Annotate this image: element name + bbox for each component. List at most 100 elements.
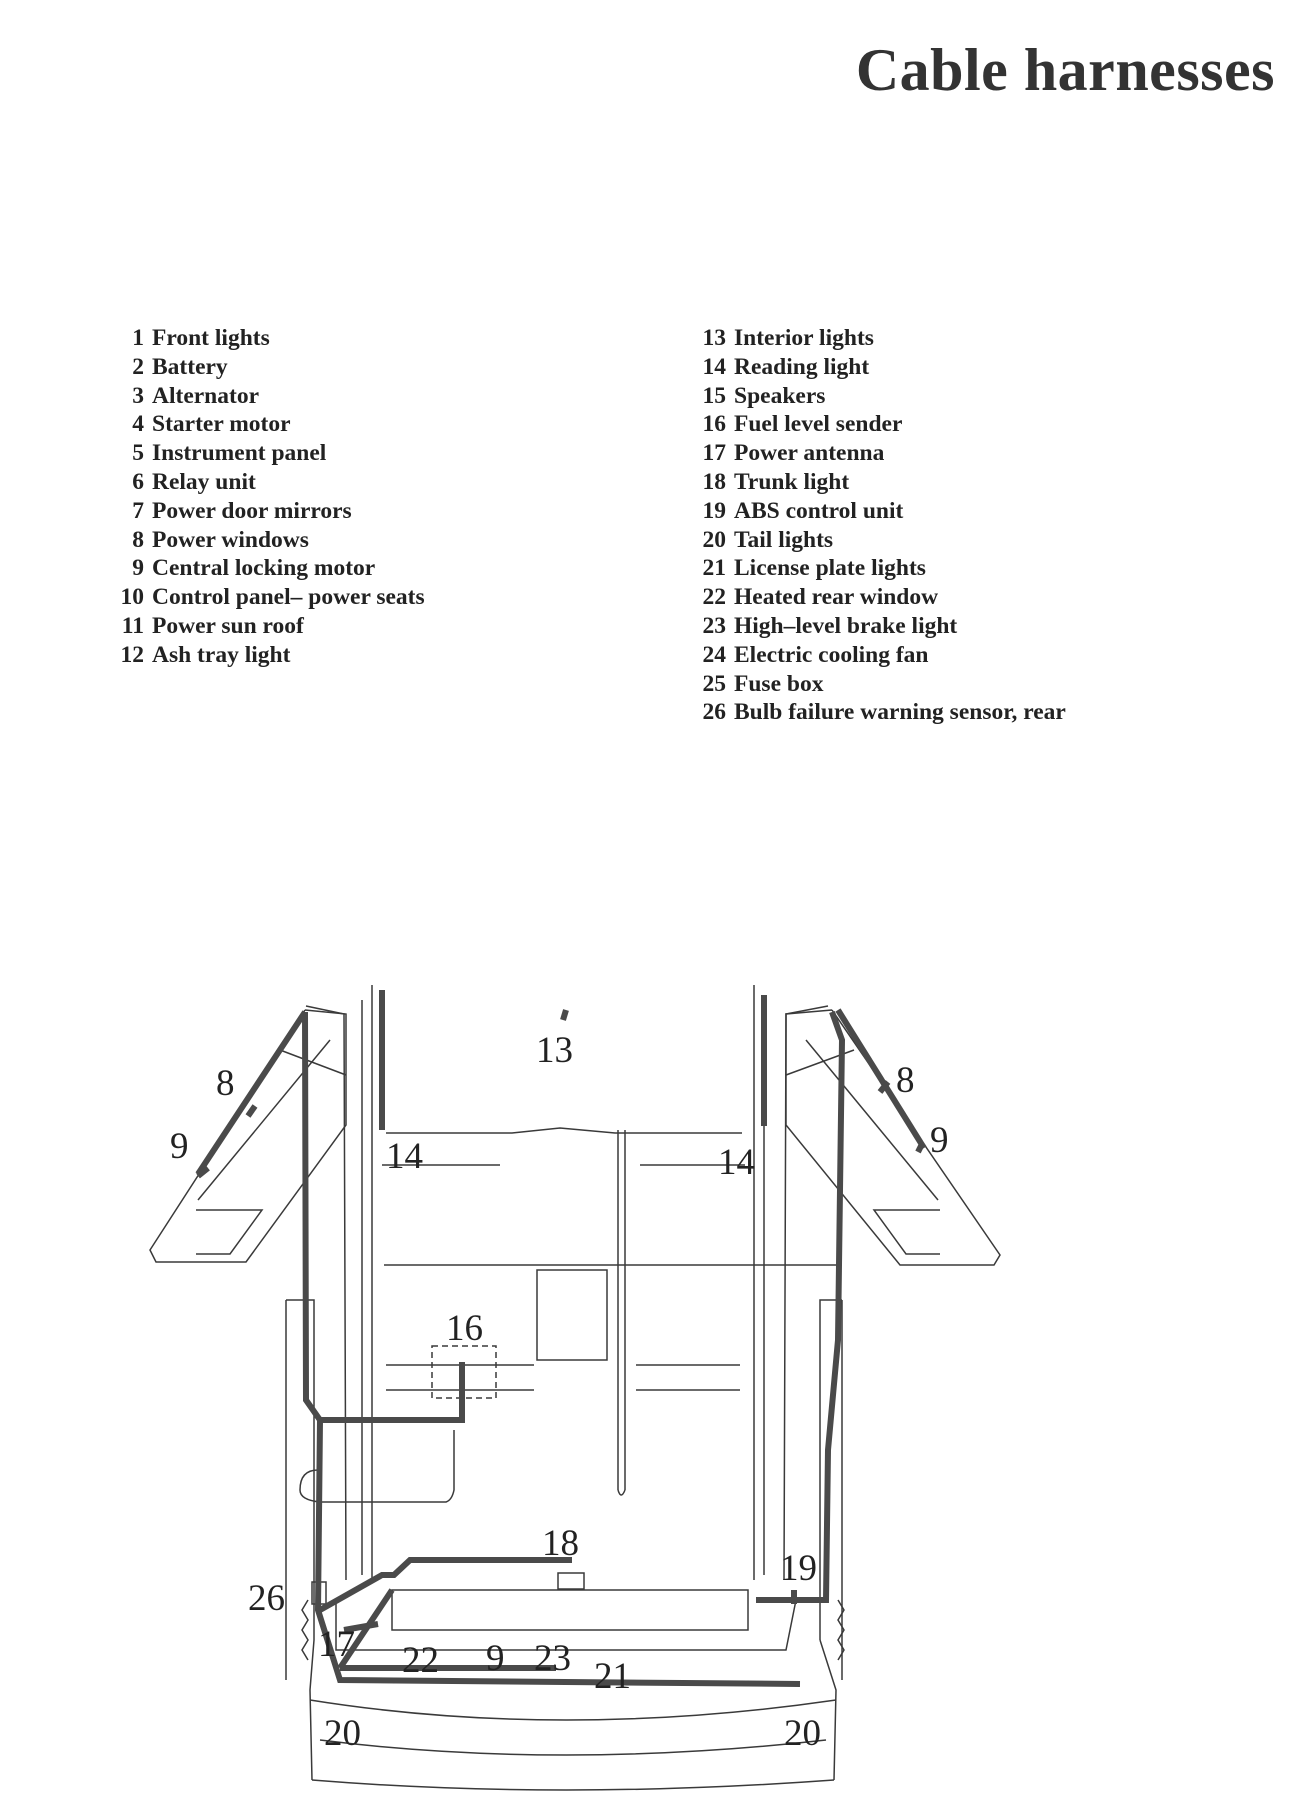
legend-label: Instrument panel	[152, 440, 327, 467]
harness-diagram: 13 8 9 14 14 8 9 16 18 19 26 17 22 9 23 …	[149, 985, 1001, 1791]
legend-item: 21 License plate lights	[694, 554, 1066, 583]
harness-antenna-stub	[343, 1621, 379, 1633]
callout-18: 18	[542, 1523, 579, 1564]
legend-number: 23	[702, 612, 727, 639]
legend-number: 22	[702, 584, 727, 611]
harness-left-door-window	[195, 1010, 308, 1176]
legend-label: Interior lights	[734, 325, 874, 351]
legend-number: 18	[702, 468, 727, 495]
callout-16: 16	[446, 1308, 483, 1349]
callout-23: 23	[534, 1638, 571, 1679]
legend-number: 6	[132, 468, 144, 495]
legend-label: Fuel level sender	[734, 411, 903, 438]
callout-22: 22	[402, 1640, 439, 1681]
harness-left-door-mirror	[245, 1104, 258, 1118]
legend-item: 4 Starter motor	[112, 410, 425, 439]
legend-item: 24 Electric cooling fan	[694, 641, 1066, 670]
harness-right-body	[756, 1010, 846, 1603]
callout-13: 13	[536, 1030, 573, 1071]
legend-item: 19 ABS control unit	[694, 497, 1066, 526]
legend-label: ABS control unit	[734, 497, 904, 524]
harness-right-door-mirror	[877, 1080, 891, 1094]
legend-number: 26	[702, 699, 727, 726]
legend-item: 23 High–level brake light	[694, 612, 1066, 641]
legend-number: 2	[132, 353, 144, 380]
legend-number: 20	[702, 526, 727, 553]
legend-number: 25	[702, 670, 727, 697]
legend-item: 17 Power antenna	[694, 439, 1066, 468]
legend-label: Control panel– power seats	[152, 584, 425, 611]
cable-harness	[195, 990, 927, 1687]
vehicle-outline	[149, 985, 1001, 1791]
legend-item: 26 Bulb failure warning sensor, rear	[694, 698, 1066, 727]
legend-label: Reading light	[734, 353, 870, 380]
harness-interior-light	[560, 1009, 569, 1021]
legend-label: Bulb failure warning sensor, rear	[734, 699, 1066, 726]
callout-26: 26	[248, 1578, 285, 1619]
callout-8-left: 8	[216, 1063, 235, 1104]
legend-number: 12	[120, 641, 145, 668]
legend-item: 16 Fuel level sender	[694, 410, 1066, 439]
callout-9-left: 9	[170, 1126, 189, 1167]
legend-label: High–level brake light	[734, 612, 958, 639]
legend-label: Starter motor	[152, 411, 291, 438]
legend-number: 8	[132, 526, 144, 553]
legend-label: Power door mirrors	[152, 497, 352, 524]
callout-14-left: 14	[386, 1136, 423, 1177]
legend-item: 5 Instrument panel	[112, 439, 425, 468]
legend-item: 9 Central locking motor	[112, 554, 425, 583]
page-title: Cable harnesses	[855, 37, 1275, 103]
legend-item: 18 Trunk light	[694, 468, 1066, 497]
legend-label: License plate lights	[734, 555, 926, 582]
harness-left-body	[302, 1011, 801, 1687]
legend-number: 21	[702, 555, 727, 582]
legend-number: 3	[132, 382, 144, 409]
callout-21: 21	[594, 1656, 631, 1697]
legend-label: Trunk light	[734, 468, 850, 495]
legend-number: 11	[121, 612, 144, 639]
legend-number: 15	[702, 382, 727, 409]
legend-item: 14 Reading light	[694, 353, 1066, 382]
callout-14-right: 14	[718, 1142, 755, 1183]
callout-8-right: 8	[896, 1060, 915, 1101]
legend-number: 16	[702, 411, 727, 438]
legend-number: 4	[132, 411, 144, 438]
callout-9-right: 9	[930, 1120, 949, 1161]
legend-label: Power antenna	[734, 440, 885, 467]
legend-label: Speakers	[734, 382, 826, 409]
legend-item: 12 Ash tray light	[112, 641, 425, 670]
harness-trunk-light	[318, 1557, 572, 1613]
legend-number: 19	[702, 497, 727, 524]
legend-item: 11 Power sun roof	[112, 612, 425, 641]
legend-label: Power sun roof	[152, 612, 304, 639]
legend-item: 2 Battery	[112, 353, 425, 382]
legend-label: Fuse box	[734, 670, 824, 697]
callout-17: 17	[318, 1624, 355, 1665]
legend-label: Front lights	[152, 325, 270, 351]
callout-9-rear: 9	[486, 1638, 505, 1679]
legend-label: Battery	[152, 353, 228, 380]
legend-number: 24	[702, 641, 727, 668]
legend-label: Ash tray light	[152, 641, 291, 668]
legend-item: 3 Alternator	[112, 382, 425, 411]
legend-item: 25 Fuse box	[694, 670, 1066, 699]
legend-number: 14	[702, 353, 727, 380]
legend-number: 17	[702, 440, 727, 467]
legend-label: Tail lights	[734, 526, 834, 553]
legend-label: Electric cooling fan	[734, 641, 929, 668]
callout-20-right: 20	[784, 1713, 821, 1754]
callout-20-left: 20	[324, 1713, 361, 1754]
harness-fuel-sender	[320, 1362, 465, 1423]
legend-number: 5	[132, 440, 144, 467]
legend-right: 13 Interior lights 14 Reading light 15 Spea…	[694, 324, 1066, 727]
legend-number: 9	[132, 555, 144, 582]
legend-label: Central locking motor	[152, 555, 376, 582]
legend-number: 13	[702, 325, 727, 351]
legend-label: Alternator	[152, 382, 260, 409]
